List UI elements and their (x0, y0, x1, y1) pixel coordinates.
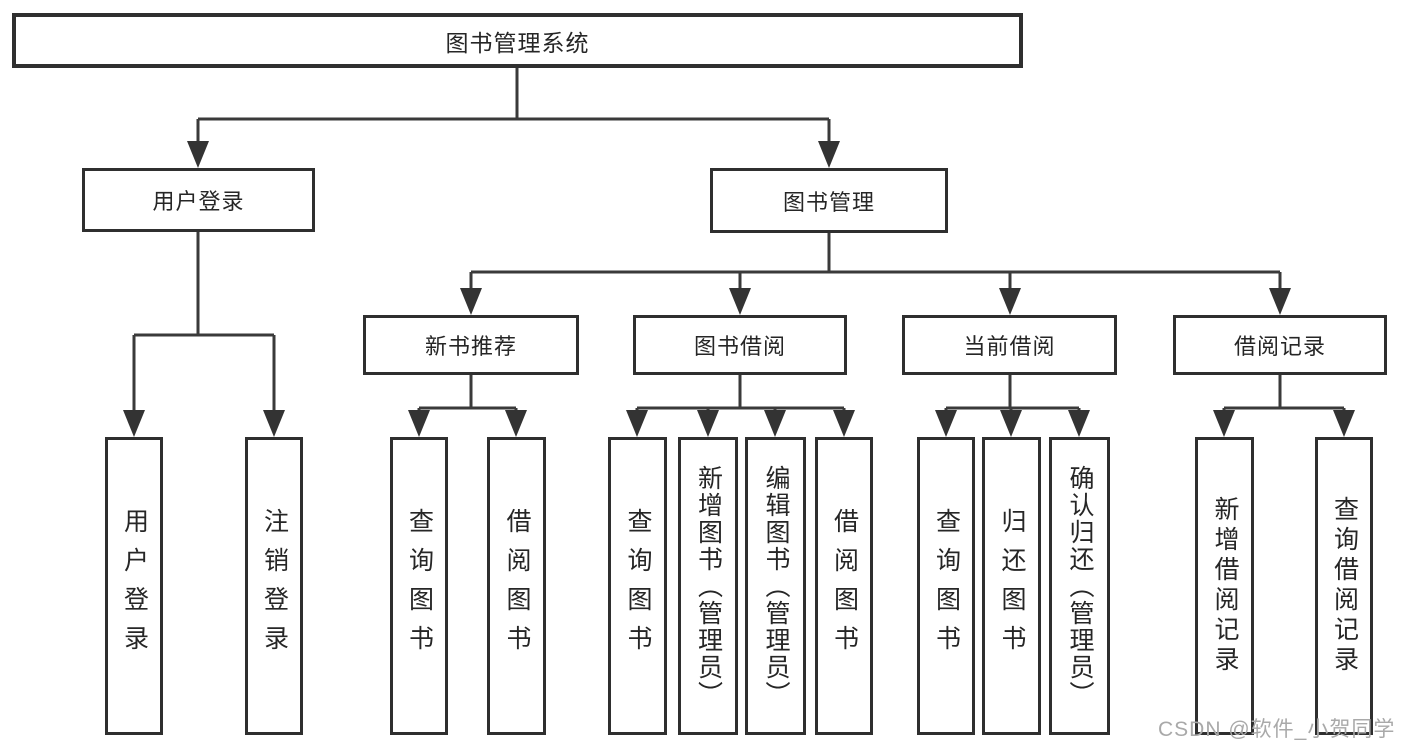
csdn-watermark: CSDN @软件_小贺同学 (1158, 718, 1396, 741)
node-borrow-record: 借阅记录 (1173, 315, 1387, 375)
leaf-borrow-books-1: 借阅图书 (487, 437, 546, 735)
leaf-label: 借阅图书 (830, 508, 859, 664)
leaf-logout: 注销登录 (245, 437, 303, 735)
leaf-label: 新增图书（管理员） (694, 464, 723, 708)
node-user-login: 用户登录 (82, 168, 315, 232)
leaf-edit-book-admin: 编辑图书（管理员） (745, 437, 806, 735)
node-library-system: 图书管理系统 (12, 13, 1023, 68)
leaf-return-books: 归还图书 (982, 437, 1041, 735)
leaf-add-borrow-record: 新增借阅记录 (1195, 437, 1254, 735)
node-label: 图书借阅 (693, 334, 786, 359)
node-label: 图书管理系统 (445, 29, 590, 56)
leaf-label: 注销登录 (260, 508, 289, 664)
leaf-query-books-1: 查询图书 (390, 437, 448, 735)
leaf-label: 查询借阅记录 (1330, 496, 1359, 676)
leaf-label: 查询图书 (624, 508, 652, 664)
node-label: 当前借阅 (963, 334, 1056, 359)
leaf-label: 编辑图书（管理员） (762, 464, 790, 708)
leaf-query-books-2: 查询图书 (608, 437, 667, 735)
node-new-book-recommend: 新书推荐 (363, 315, 579, 375)
leaf-query-books-3: 查询图书 (917, 437, 975, 735)
leaf-user-login: 用户登录 (105, 437, 163, 735)
node-label: 用户登录 (152, 189, 245, 214)
leaf-label: 确认归还（管理员） (1066, 464, 1094, 708)
node-book-borrow: 图书借阅 (633, 315, 847, 375)
leaf-query-borrow-record: 查询借阅记录 (1315, 437, 1373, 735)
node-book-management: 图书管理 (710, 168, 948, 233)
leaf-label: 归还图书 (998, 508, 1026, 664)
leaf-add-book-admin: 新增图书（管理员） (678, 437, 738, 735)
leaf-label: 新增借阅记录 (1211, 496, 1239, 676)
leaf-borrow-books-2: 借阅图书 (815, 437, 873, 735)
leaf-label: 用户登录 (120, 508, 149, 664)
leaf-label: 借阅图书 (503, 508, 531, 664)
leaf-confirm-return-admin: 确认归还（管理员） (1049, 437, 1110, 735)
node-current-borrow: 当前借阅 (902, 315, 1117, 375)
node-label: 借阅记录 (1233, 334, 1326, 359)
leaf-label: 查询图书 (932, 508, 961, 664)
node-label: 图书管理 (782, 189, 875, 215)
leaf-label: 查询图书 (405, 508, 434, 664)
node-label: 新书推荐 (424, 334, 517, 359)
